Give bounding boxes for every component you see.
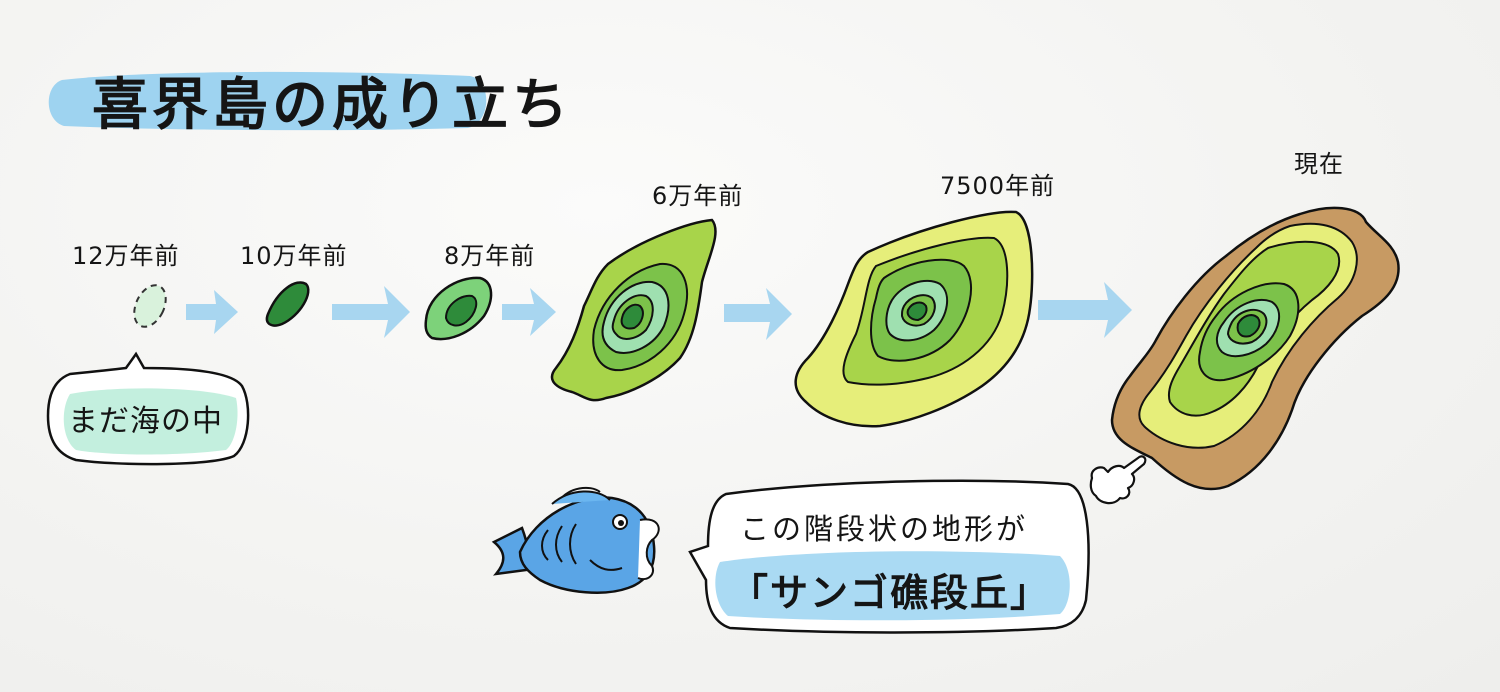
right-arrow-icon xyxy=(502,288,556,336)
stage-label-7500: 7500年前 xyxy=(940,172,1056,200)
island-6man xyxy=(550,218,717,402)
stage-arrows xyxy=(186,282,1132,340)
sea-bubble-shape xyxy=(46,351,250,466)
island-8man xyxy=(424,276,493,341)
sea-bubble-text: まだ海の中 xyxy=(68,404,223,439)
island-7500 xyxy=(794,210,1034,428)
right-arrow-icon xyxy=(724,288,792,340)
fish-icon xyxy=(491,486,660,594)
stage-label-6man: 6万年前 xyxy=(652,182,744,210)
right-arrow-icon xyxy=(332,286,410,338)
stage-label-present: 現在 xyxy=(1294,150,1344,178)
stage-label-8man: 8万年前 xyxy=(444,242,536,270)
right-arrow-icon xyxy=(186,290,238,334)
callout-line2: 「サンゴ礁段丘」 xyxy=(730,571,1051,615)
callout-shape xyxy=(688,479,1090,634)
stage-label-12man: 12万年前 xyxy=(72,242,180,270)
island-10man xyxy=(265,281,310,327)
pointing-hand-icon xyxy=(1089,455,1147,505)
island-12man xyxy=(133,284,167,328)
island-present xyxy=(1110,206,1400,491)
right-arrow-icon xyxy=(1038,282,1132,338)
callout-line1: この階段状の地形が xyxy=(740,512,1029,546)
stage-label-10man: 10万年前 xyxy=(240,242,348,270)
page-title: 喜界島の成り立ち xyxy=(92,73,572,138)
title-highlight xyxy=(48,71,487,131)
